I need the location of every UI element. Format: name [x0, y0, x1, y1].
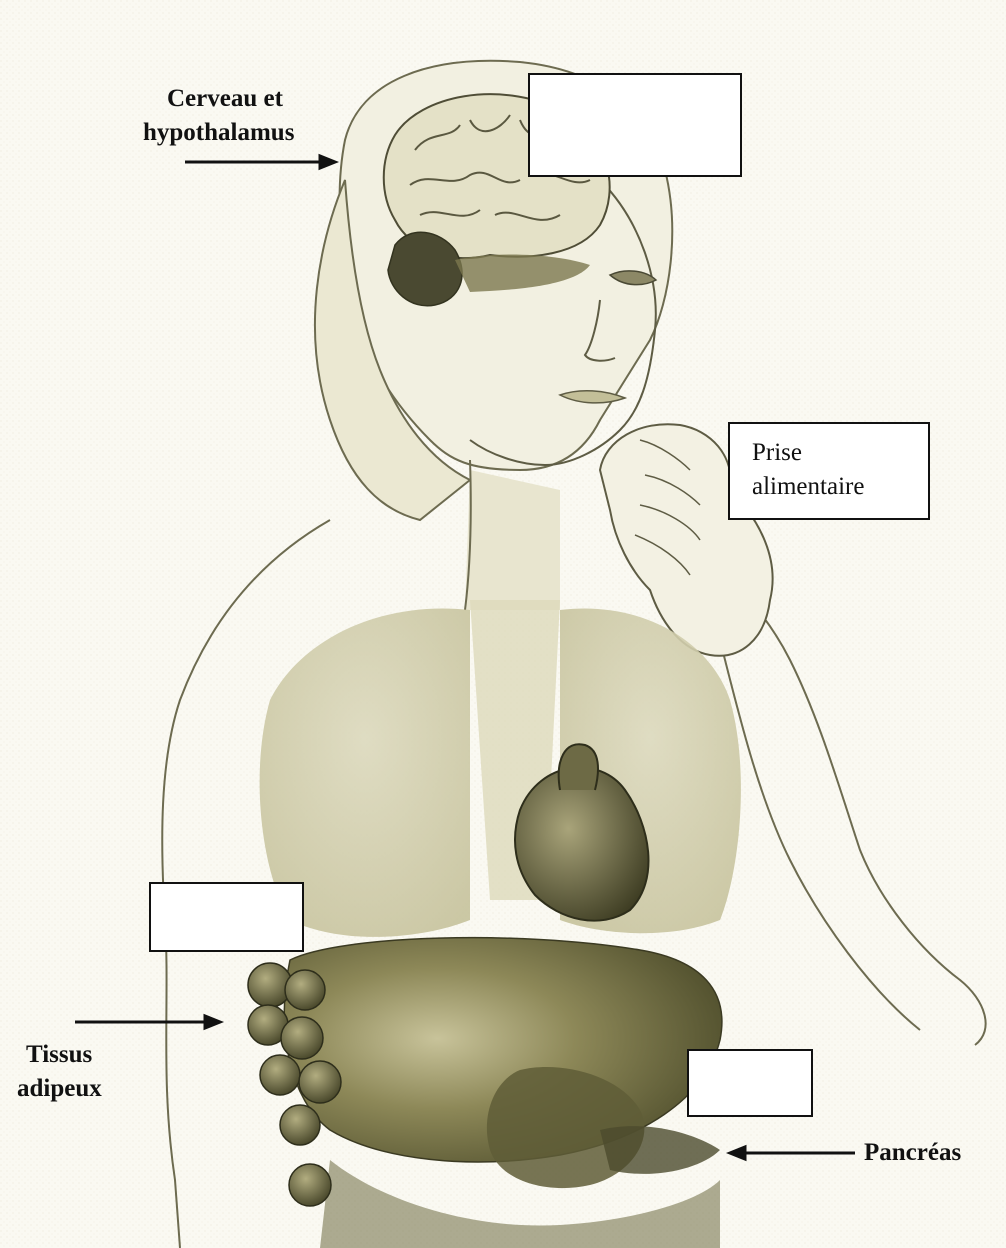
answer-box-brain[interactable]: [528, 73, 742, 177]
food-intake-box: Prise alimentaire: [728, 422, 930, 520]
adipose-label-line1: Tissus: [26, 1040, 92, 1070]
fat-lobule: [260, 1055, 300, 1095]
pancreas-label: Pancréas: [864, 1138, 961, 1168]
aorta: [559, 744, 598, 790]
brain-label-line2: hypothalamus: [143, 118, 294, 148]
fat-lobule: [280, 1105, 320, 1145]
answer-box-adipose[interactable]: [149, 882, 304, 952]
food-intake-label-line2: alimentaire: [752, 472, 864, 502]
food-intake-label-line1: Prise: [752, 438, 802, 468]
fat-lobule: [285, 970, 325, 1010]
fat-lobule: [299, 1061, 341, 1103]
fat-lobule: [289, 1164, 331, 1206]
adipose-label-line2: adipeux: [17, 1074, 102, 1104]
fat-lobule: [281, 1017, 323, 1059]
neck: [465, 470, 560, 610]
brain-label-line1: Cerveau et: [167, 84, 283, 114]
answer-box-pancreas[interactable]: [687, 1049, 813, 1117]
